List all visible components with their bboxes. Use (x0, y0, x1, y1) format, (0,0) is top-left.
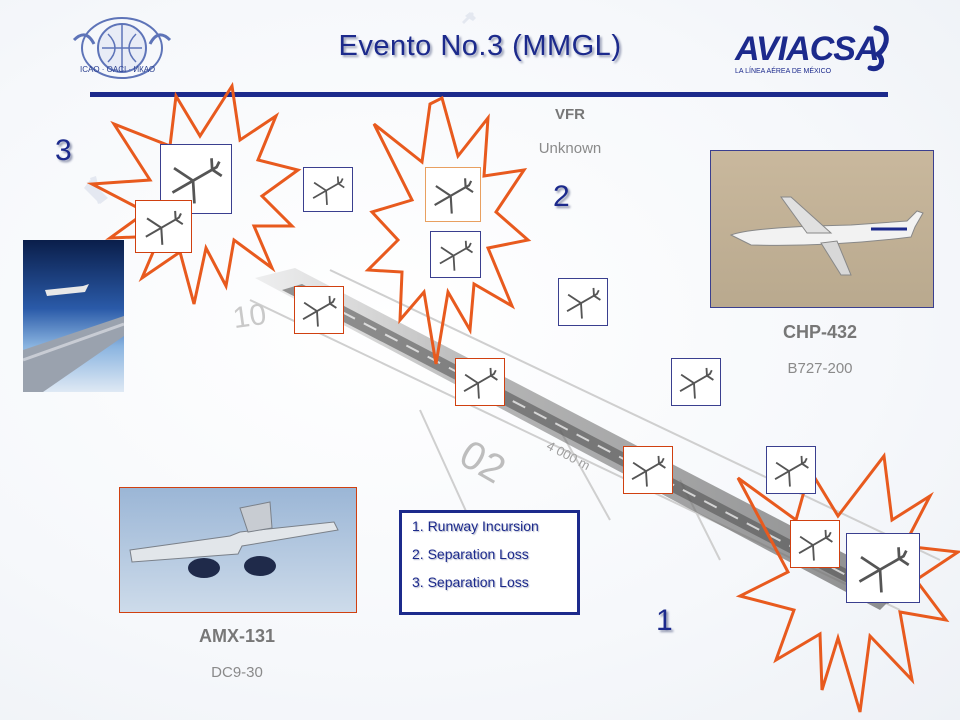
chp-sublabel: B727-200 (787, 360, 853, 377)
icao-text: ICAO · OACI · ИКАО (80, 65, 156, 74)
amx-aircraft-photo (119, 487, 357, 613)
airplane-icon (439, 240, 474, 271)
legend-item-1: 1. Runway Incursion (412, 518, 539, 534)
airplane-icon (679, 367, 714, 399)
airplane-icon (463, 367, 498, 399)
aircraft-marker-1 (160, 144, 232, 214)
airplane-icon (434, 178, 474, 214)
aircraft-marker-3 (303, 167, 353, 212)
page-title: Evento No.3 (MMGL) (338, 30, 622, 62)
seahorse-icon (867, 25, 889, 72)
marker-2: 2 (553, 180, 570, 213)
marker-1: 1 (656, 604, 673, 637)
icao-logo (66, 10, 182, 88)
airplane-icon (145, 210, 184, 245)
dc9-aircraft-icon (129, 501, 339, 578)
aviacsa-tagline: LA LÍNEA AÉREA DE MÉXICO (735, 68, 832, 75)
aircraft-marker-11 (766, 446, 816, 494)
chp-label: CHP-432 (782, 322, 858, 342)
burst-3 (86, 81, 302, 305)
aircraft-marker-7 (558, 278, 608, 326)
burst-1 (735, 452, 960, 713)
aviacsa-logo: AVIACSA LA LÍNEA AÉREA DE MÉXICO (735, 32, 895, 82)
airplane-icon (858, 547, 910, 593)
legend-item-2: 2. Separation Loss (412, 546, 529, 562)
title-divider (90, 92, 888, 97)
b727-aircraft-icon (729, 196, 924, 276)
icao-emblem-icon (72, 17, 172, 79)
airplane-icon (302, 295, 337, 327)
airplane-icon (312, 176, 345, 206)
aircraft-marker-12 (790, 520, 840, 568)
vfr-label: VFR (555, 106, 585, 123)
airplane-icon (566, 287, 601, 319)
legend-item-3: 3. Separation Loss (412, 574, 529, 590)
incident-legend: 1. Runway Incursion 2. Separation Loss 3… (399, 510, 580, 615)
aircraft-marker-5 (430, 231, 481, 278)
airplane-icon (798, 529, 833, 561)
wing-view-photo (23, 240, 124, 392)
aircraft-marker-6 (294, 286, 344, 334)
marker-3: 3 (55, 134, 72, 167)
chp-aircraft-photo (710, 150, 934, 308)
aircraft-marker-9 (671, 358, 721, 406)
airplane-icon (171, 158, 223, 204)
aircraft-marker-8 (455, 358, 505, 406)
amx-label: AMX-131 (198, 626, 276, 646)
amx-sublabel: DC9-30 (211, 664, 263, 681)
airplane-icon (774, 455, 809, 487)
aircraft-marker-10 (623, 446, 673, 494)
aircraft-marker-4 (425, 167, 481, 222)
aircraft-marker-2 (135, 200, 192, 253)
wing-view-icon (23, 284, 124, 392)
burst-2 (364, 95, 532, 365)
airplane-icon (631, 455, 666, 487)
aircraft-marker-13 (846, 533, 920, 603)
aviacsa-name: AVIACSA (735, 30, 880, 68)
vfr-sublabel: Unknown (538, 140, 602, 157)
